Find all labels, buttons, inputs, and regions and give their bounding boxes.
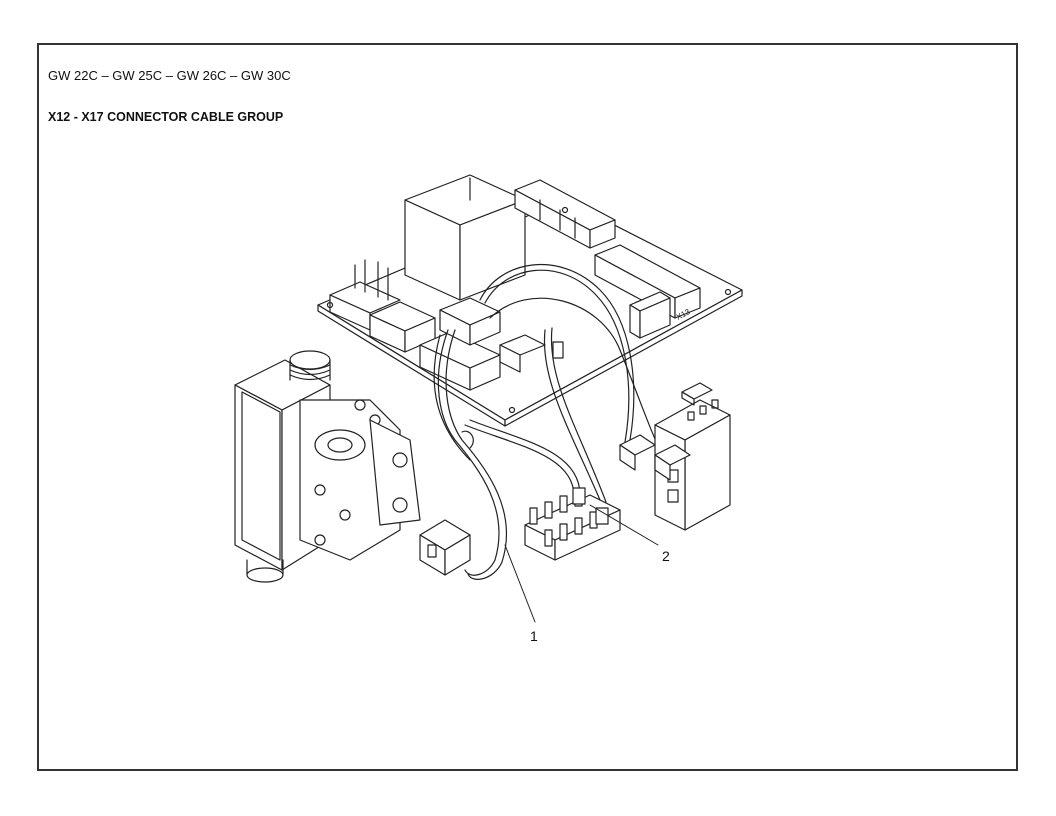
callout-1-leader xyxy=(504,544,536,623)
group-title: X12 - X17 CONNECTOR CABLE GROUP xyxy=(48,110,284,124)
control-board: X13 xyxy=(317,174,743,427)
valve-plug-connector xyxy=(419,519,471,576)
callout-2-label: 2 xyxy=(662,548,670,564)
model-list: GW 22C – GW 25C – GW 26C – GW 30C xyxy=(48,68,291,83)
ignitor-unit xyxy=(619,382,731,531)
gas-valve xyxy=(234,350,421,583)
terminal-block xyxy=(524,487,621,561)
cable-2 xyxy=(464,264,661,503)
callout-1-label: 1 xyxy=(530,628,538,644)
cable-1 xyxy=(433,329,507,580)
callout-2-leader xyxy=(589,504,659,546)
